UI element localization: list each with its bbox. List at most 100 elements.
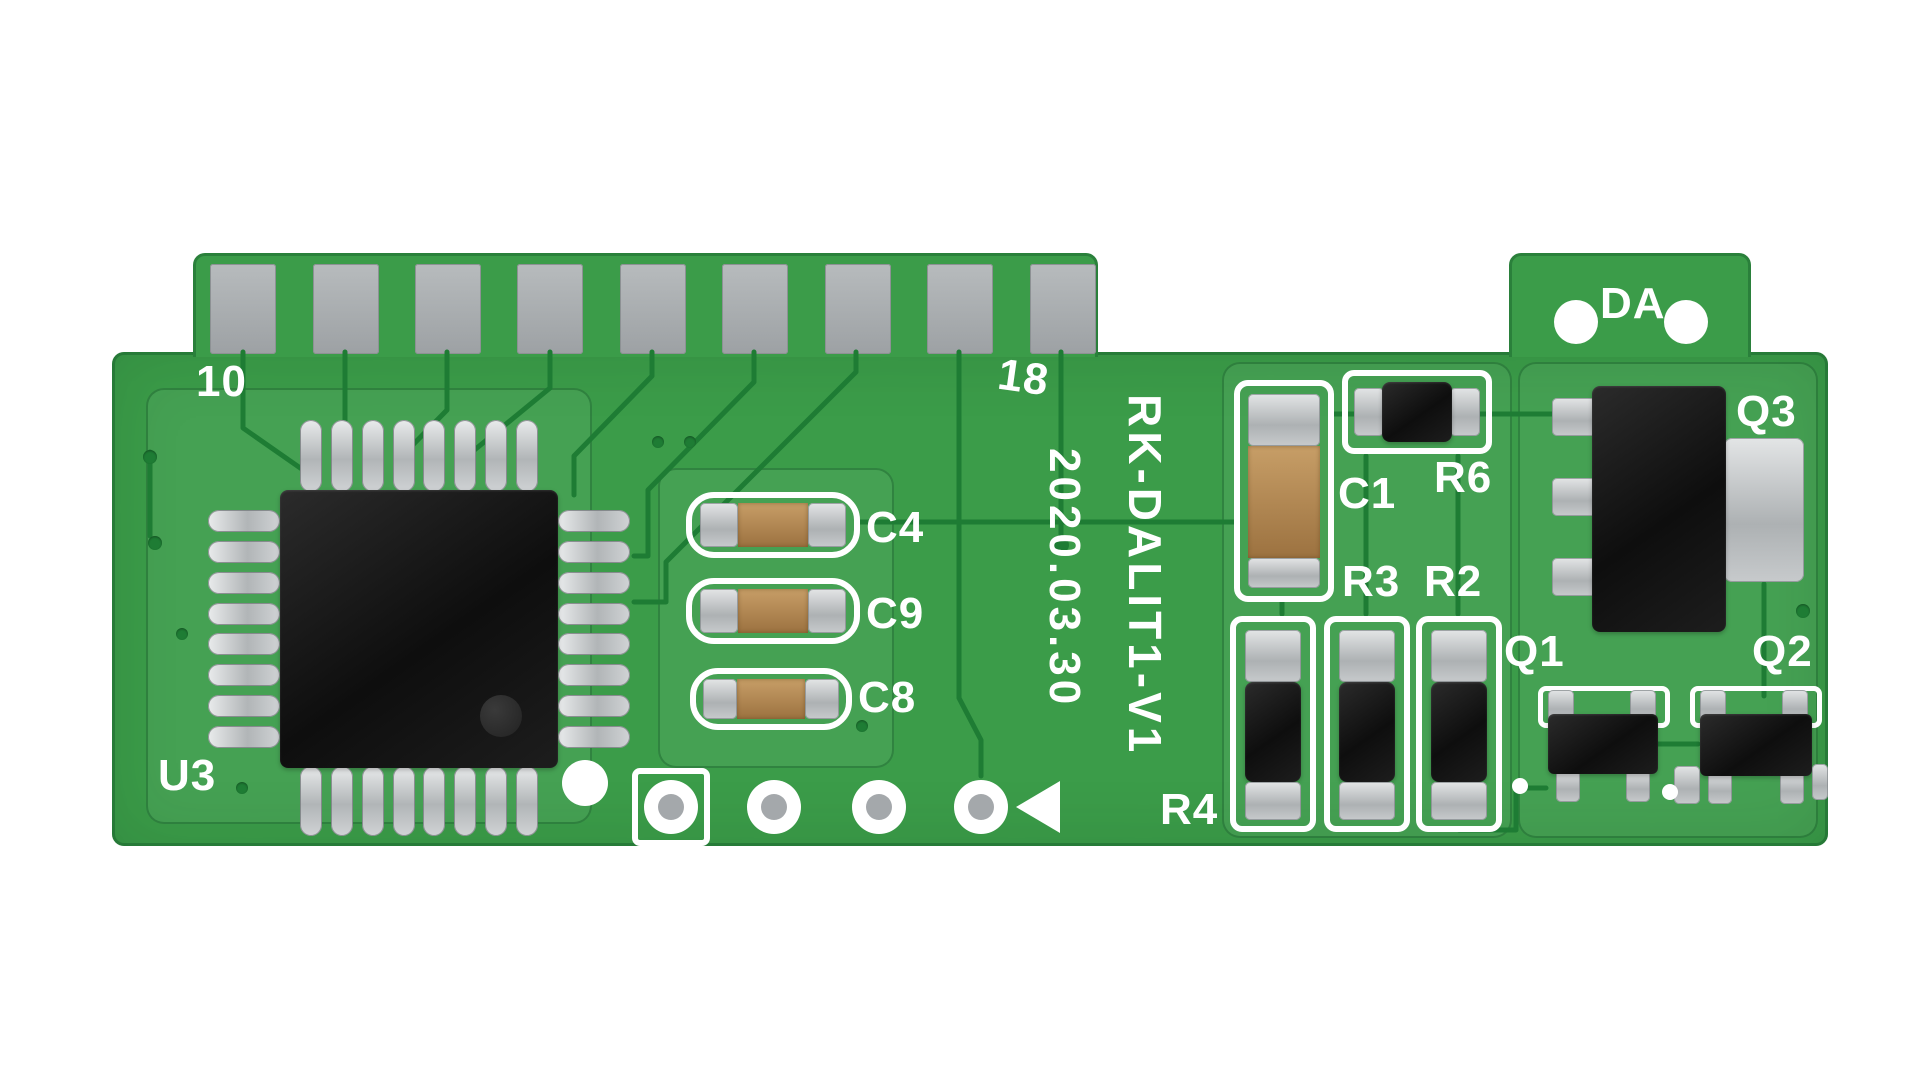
mount-pad [562,760,608,806]
label-r3: R3 [1342,557,1401,606]
cap-terminal [1248,558,1320,588]
label-c4: C4 [866,503,925,552]
resistor-pad [1245,782,1301,820]
resistor-vertical-2 [1324,616,1410,832]
via [652,436,664,448]
ic-pin [300,766,322,836]
ic-pin [558,695,630,718]
capacitor-c8 [690,668,852,730]
capacitor-c4 [686,492,860,558]
connector-finger-pad [722,264,788,354]
transistor-q2-body [1700,714,1812,776]
ic-pin [208,571,280,594]
ic-pin [558,725,630,748]
da-connector-tab: DA [1509,253,1751,357]
resistor-pad [1339,630,1395,682]
label-u3: U3 [158,751,217,800]
hole-barrel [968,794,994,820]
solder-pad [1812,764,1828,800]
label-c8: C8 [858,673,917,722]
ic-pin [208,602,280,625]
resistor-body [1245,682,1301,782]
via [236,782,248,794]
q2-lead [1780,772,1804,804]
label-r6: R6 [1434,453,1493,502]
label-c1: C1 [1338,469,1397,518]
solder-pad [1674,766,1700,804]
label-q1: Q1 [1504,627,1565,676]
cap-ceramic [1248,446,1320,558]
ic-pin [392,420,415,492]
ic-pin [485,766,508,836]
connector-finger-pad [1030,264,1096,354]
cap-terminal [700,503,738,547]
ic-pin [208,510,280,532]
resistor-body [1431,682,1487,782]
ic-pin [361,766,384,836]
connector-finger-pad [415,264,481,354]
ic-pin [485,420,508,492]
label-da: DA [1600,279,1666,328]
ic-pin [208,633,280,656]
hole-pad-frame [632,768,710,846]
capacitor-c1 [1234,380,1334,602]
ic-pin [558,571,630,594]
cap-terminal [1248,394,1320,446]
ic-pin [423,766,446,836]
da-hole-right [1664,300,1708,344]
label-pin18: 18 [994,349,1053,406]
cap-ceramic [738,589,808,633]
cap-terminal [808,589,846,633]
cap-terminal [703,679,737,719]
label-r2: R2 [1424,557,1483,606]
ic-pin [515,420,538,492]
connector-finger-pad [927,264,993,354]
ic-pin [208,695,280,718]
through-hole [852,780,906,834]
ic-pin1-dot [480,695,522,737]
capacitor-c9 [686,578,860,644]
transistor-q1-body [1548,714,1658,774]
label-date: 2020.03.30 [1040,448,1089,709]
via [684,436,696,448]
ic-pins-right [558,510,630,748]
transistor-q3-body [1592,386,1726,632]
q3-lead [1552,558,1596,596]
q1-lead [1556,770,1580,802]
resistor-vertical-1 [1230,616,1316,832]
ic-pin [330,420,353,492]
via [176,628,188,640]
ic-pin [454,420,477,492]
label-c9: C9 [866,589,925,638]
ic-pin [208,664,280,687]
connector-finger-pad [620,264,686,354]
da-hole-left [1554,300,1598,344]
cap-ceramic [738,503,808,547]
q1-lead [1626,770,1650,802]
ic-pin [558,664,630,687]
resistor-body [1382,382,1452,442]
label-q3: Q3 [1736,387,1797,436]
resistor-pad [1354,388,1384,436]
cap-ceramic [737,679,805,719]
ic-pin [558,510,630,532]
resistor-pad [1245,630,1301,682]
cap-terminal [700,589,738,633]
ic-pin [208,725,280,748]
ic-pins-left [208,510,280,748]
hole-barrel [658,794,684,820]
label-pin10: 10 [196,357,247,406]
ic-pin [361,420,384,492]
ic-pin [515,766,538,836]
via [143,450,157,464]
q3-heat-tab [1724,438,1804,582]
through-hole [644,780,698,834]
hole-barrel [761,794,787,820]
through-hole [954,780,1008,834]
ic-pins-bottom [300,766,538,836]
ic-u3-body [280,490,558,768]
cap-terminal [808,503,846,547]
cap-terminal [805,679,839,719]
resistor-pad [1339,782,1395,820]
